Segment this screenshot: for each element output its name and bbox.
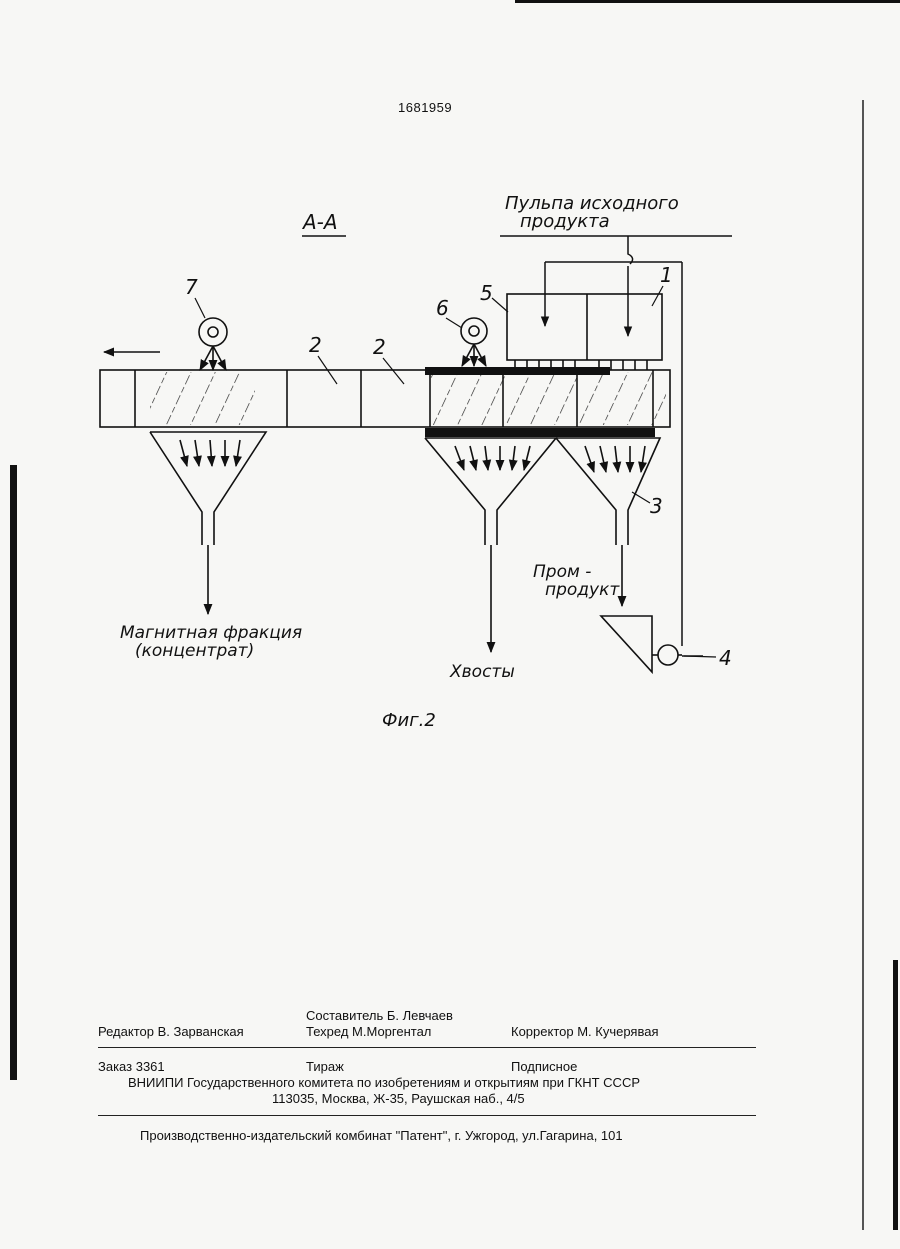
- ref-5: 5: [480, 281, 493, 305]
- ref-4-leader: [684, 656, 716, 657]
- imprint-compiler: Составитель Б. Левчаев: [306, 1008, 453, 1023]
- imprint-editor: Редактор В. Зарванская: [98, 1024, 244, 1039]
- ref-4: 4: [719, 646, 732, 670]
- imprint-address: 113035, Москва, Ж-35, Раушская наб., 4/5: [272, 1091, 525, 1106]
- ref-7: 7: [185, 275, 198, 299]
- ref-5-leader: [492, 298, 508, 312]
- middlings-label-line2: продукт: [545, 580, 620, 600]
- section-label: А-А: [301, 210, 338, 234]
- ref-3-leader: [632, 492, 650, 503]
- imprint-rule-2: [98, 1115, 756, 1116]
- scan-edge-right-lower: [893, 960, 898, 1230]
- figure-caption: Фиг.2: [382, 710, 436, 731]
- imprint-proofreader: Корректор М. Кучерявая: [511, 1024, 659, 1039]
- ref-2b-leader: [383, 358, 404, 384]
- tailings-label: Хвосты: [449, 662, 515, 682]
- magnetic-fraction-label-line1: Магнитная фракция: [120, 623, 302, 643]
- feed-label-line2: продукта: [520, 211, 610, 232]
- imprint-techred: Техред М.Моргентал: [306, 1024, 431, 1039]
- hopper-magnetic: [150, 432, 266, 614]
- hopper-tailings: [425, 438, 556, 652]
- pump-sump: [601, 616, 682, 672]
- ref-6-leader: [446, 318, 462, 328]
- ref-7-leader: [195, 298, 205, 318]
- imprint-subscription: Подписное: [511, 1059, 577, 1074]
- ref-1: 1: [660, 263, 673, 287]
- imprint-organization: ВНИИПИ Государственного комитета по изоб…: [128, 1075, 640, 1090]
- ref-2a: 2: [309, 333, 322, 357]
- imprint-publisher: Производственно-издательский комбинат "П…: [140, 1128, 623, 1143]
- spray-nozzle-6: [461, 318, 487, 366]
- imprint-order: Заказ 3361: [98, 1059, 165, 1074]
- hatched-zone-left: [150, 372, 255, 425]
- magnet-plate-bottom: [425, 428, 655, 437]
- hatched-zone-right: [430, 372, 666, 425]
- ref-3: 3: [650, 494, 663, 518]
- magnet-plate-top: [425, 367, 610, 375]
- ref-2b: 2: [373, 335, 386, 359]
- magnetic-fraction-label-line2: (концентрат): [135, 641, 254, 661]
- ref-6: 6: [436, 296, 449, 320]
- figure-2-drawing: А-А Пульпа исходного продукта 5 1: [0, 0, 900, 760]
- feed-box: [507, 294, 662, 370]
- spray-nozzle-7: [199, 318, 227, 370]
- imprint-rule-1: [98, 1047, 756, 1048]
- middlings-label-line1: Пром -: [533, 562, 591, 582]
- imprint-circulation: Тираж: [306, 1059, 344, 1074]
